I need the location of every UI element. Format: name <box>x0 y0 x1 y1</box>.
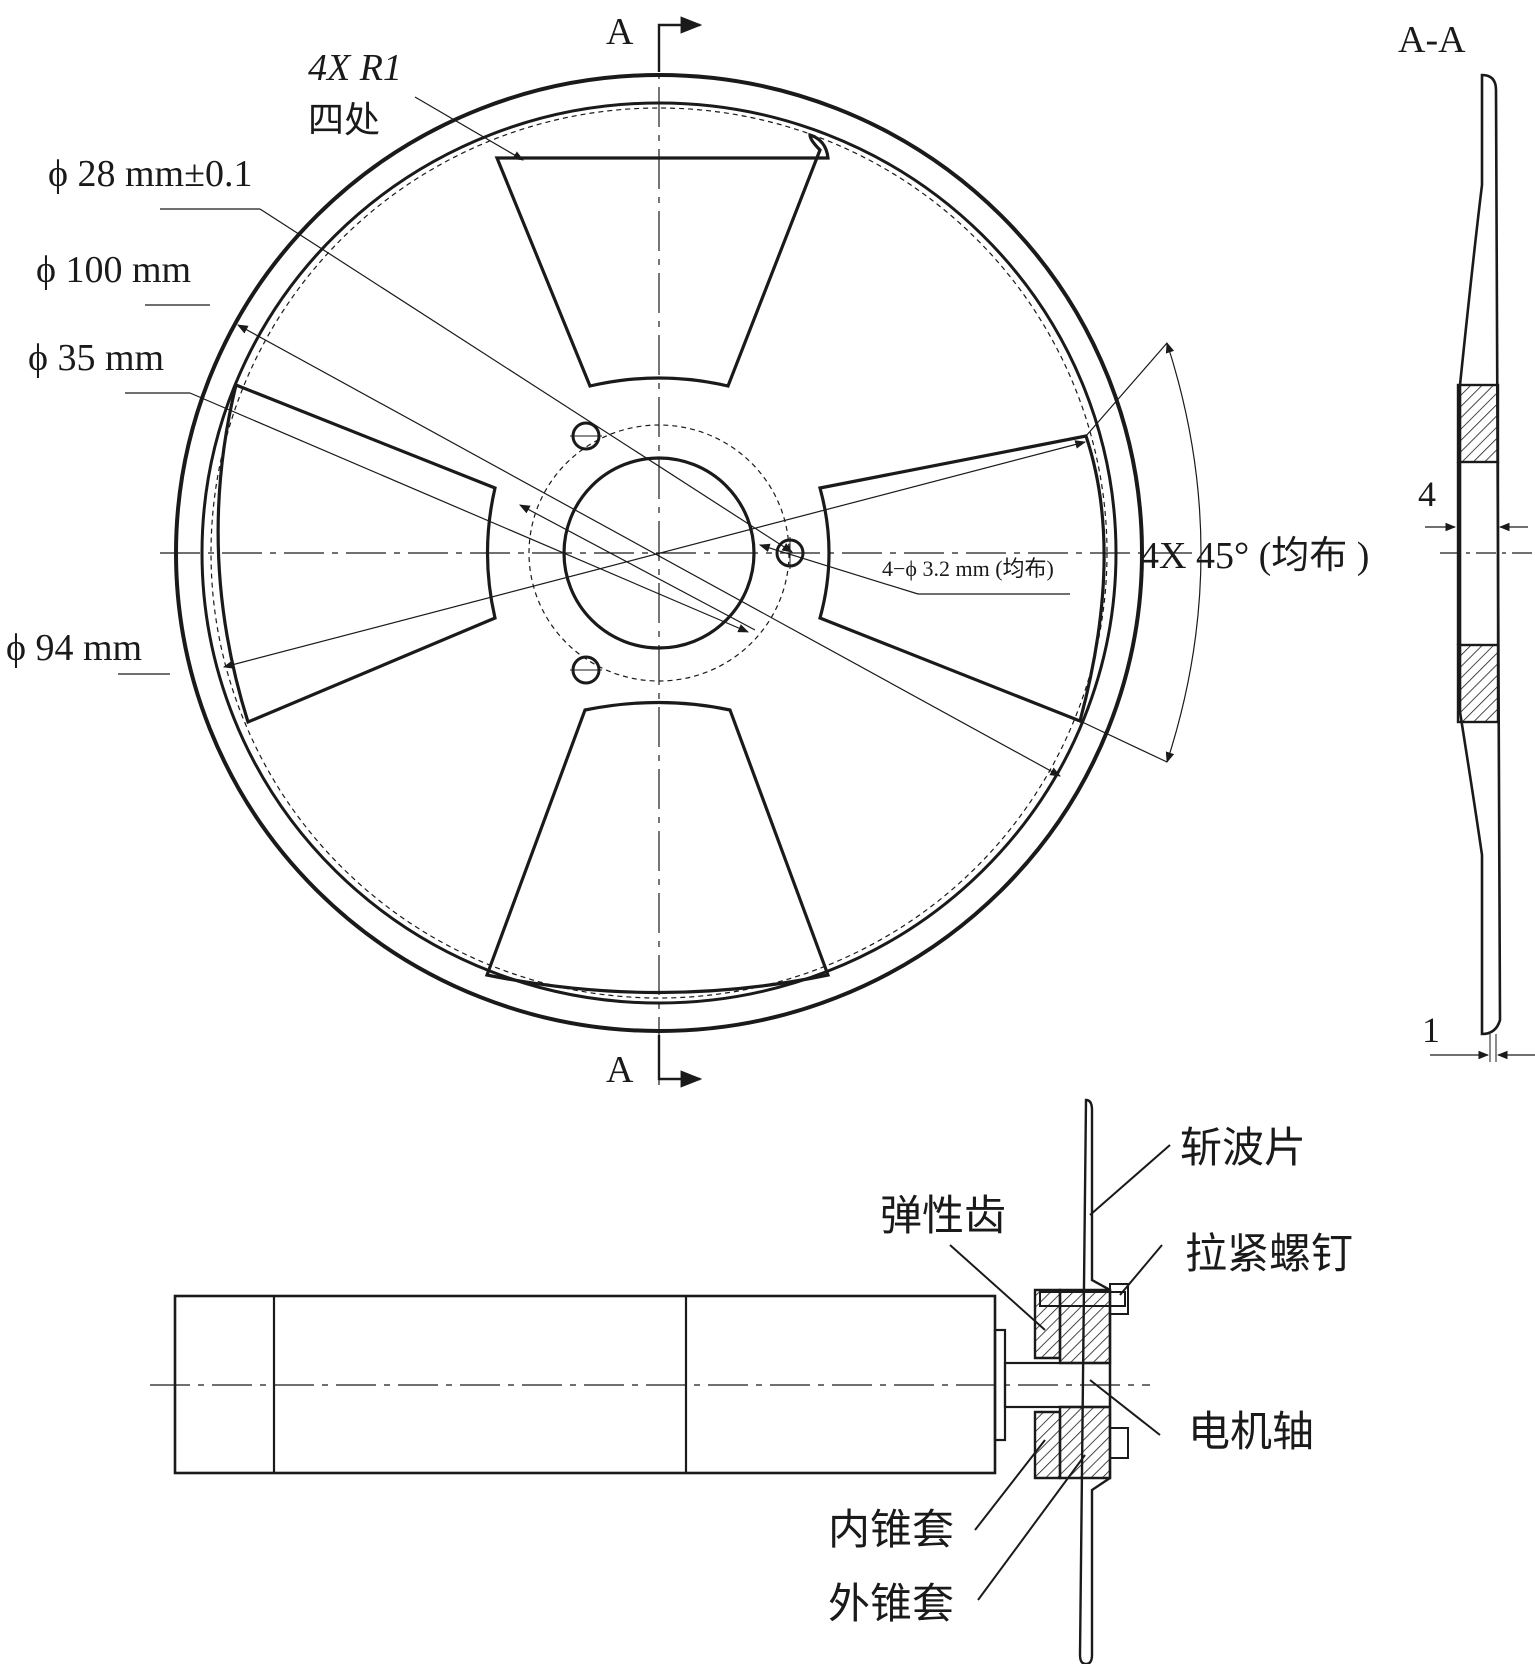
chopper-blade-profile <box>1078 1098 1112 1664</box>
section-marker-bottom: A <box>606 1049 634 1091</box>
tension-screw-upper <box>1039 1291 1126 1307</box>
outer-cone-sleeve-lower <box>1058 1405 1112 1480</box>
assembly-view: 斩波片 弹性齿 拉紧螺钉 电机轴 内锥套 外锥套 <box>150 1098 1353 1664</box>
assembly-leaders <box>949 1144 1171 1601</box>
label-inner-cone-sleeve: 内锥套 <box>828 1505 954 1554</box>
dim-holes: 4−ϕ 3.2 mm (均布) <box>882 556 1054 581</box>
section-view-aa: A-A 4 1 <box>1398 19 1535 1062</box>
dim-phi35: ϕ 35 mm <box>28 337 164 379</box>
outer-rim <box>174 73 1144 1033</box>
section-hub-lower <box>1456 643 1500 724</box>
inner-cone-sleeve-lower <box>1033 1410 1062 1480</box>
tension-screw-head-lower <box>1109 1427 1129 1459</box>
section-title: A-A <box>1398 19 1466 61</box>
window-top <box>494 132 830 388</box>
label-elastic-teeth: 弹性齿 <box>880 1191 1006 1240</box>
dim-phi28: ϕ 28 mm±0.1 <box>48 153 252 195</box>
section-profile <box>1458 73 1502 1036</box>
motor-flange <box>993 1328 1007 1442</box>
disc-front-view: A A 4X R1 四处 ϕ 28 mm±0.1 ϕ 100 mm ϕ 35 m… <box>6 11 1369 1091</box>
section-dim-1: 1 <box>1422 1010 1440 1050</box>
dim-r1-line2: 四处 <box>308 100 380 141</box>
label-outer-cone-sleeve: 外锥套 <box>828 1579 954 1628</box>
section-marker-top: A <box>606 11 634 53</box>
dim-phi94: ϕ 94 mm <box>6 627 142 669</box>
window-bottom <box>484 700 831 995</box>
label-motor-shaft: 电机轴 <box>1188 1407 1314 1456</box>
dim-r1-line1: 4X R1 <box>308 47 402 89</box>
dim-phi100: ϕ 100 mm <box>36 249 191 291</box>
section-arrow-bottom <box>657 1035 703 1088</box>
section-hub-upper <box>1456 383 1500 464</box>
dimension-leaders <box>118 96 1202 777</box>
dim-angle: 4X 45° (均布 ) <box>1140 535 1369 577</box>
inner-rim <box>200 101 1118 1005</box>
section-arrow-top <box>657 16 703 72</box>
section-dim-4: 4 <box>1418 474 1436 514</box>
label-tension-screw: 拉紧螺钉 <box>1185 1229 1353 1278</box>
label-chopper-blade: 斩波片 <box>1180 1123 1306 1172</box>
reference-circle-94 <box>210 107 1108 999</box>
